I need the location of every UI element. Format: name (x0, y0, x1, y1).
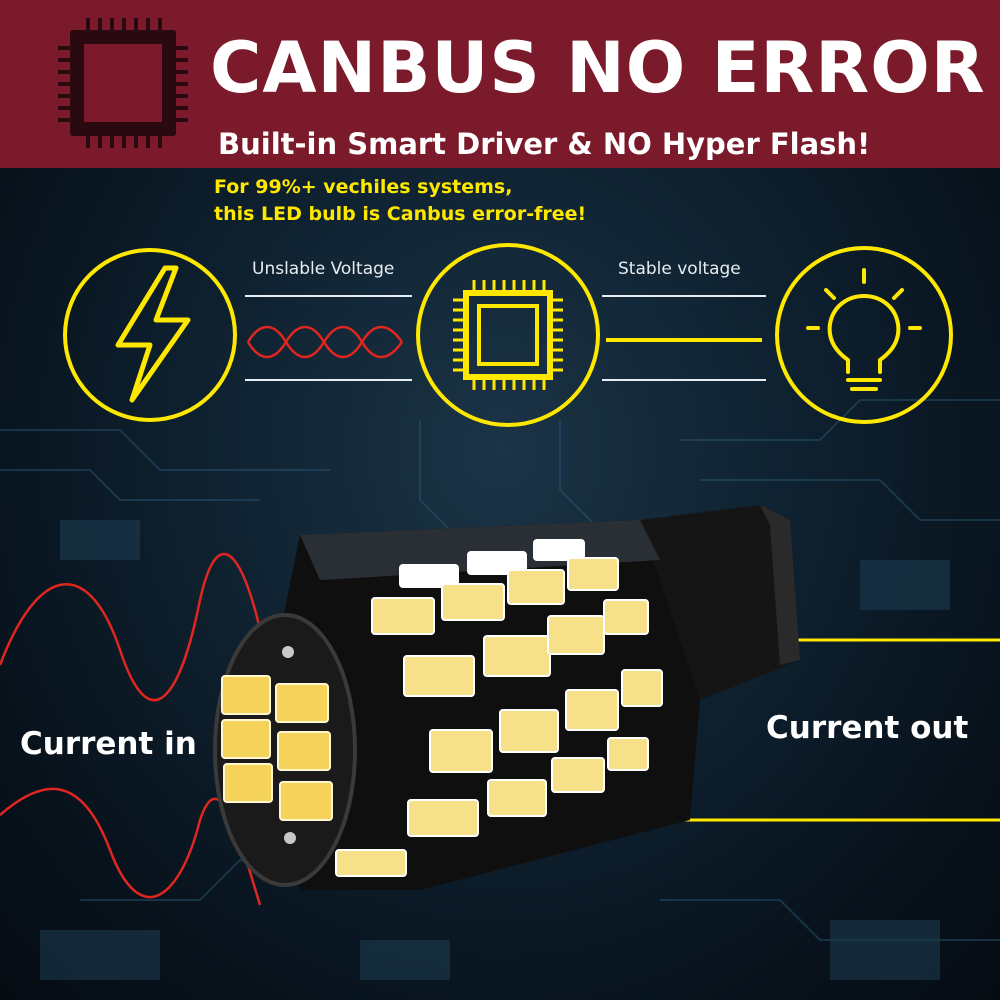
current-in-label: Current in (20, 726, 197, 762)
header-banner: CANBUS NO ERROR Built-in Smart Driver & … (0, 0, 1000, 168)
current-in-wave (0, 552, 272, 702)
unstable-voltage-label: Unslable Voltage (252, 259, 395, 279)
chip-icon (58, 18, 188, 148)
stable-voltage-label: Stable voltage (618, 259, 741, 279)
banner-subtitle: Built-in Smart Driver & NO Hyper Flash! (218, 127, 871, 161)
banner-title: CANBUS NO ERROR (210, 27, 986, 109)
chip-icon (416, 243, 600, 427)
compatibility-note: For 99%+ vechiles systems, this LED bulb… (214, 174, 586, 228)
light-bulb-icon (775, 246, 953, 424)
current-out-label: Current out (766, 710, 969, 746)
note-line-1: For 99%+ vechiles systems, (214, 176, 513, 198)
led-bulb-illustration (213, 505, 800, 890)
note-line-2: this LED bulb is Canbus error-free! (214, 203, 587, 225)
lightning-icon (63, 248, 237, 422)
unstable-wave (246, 325, 404, 359)
